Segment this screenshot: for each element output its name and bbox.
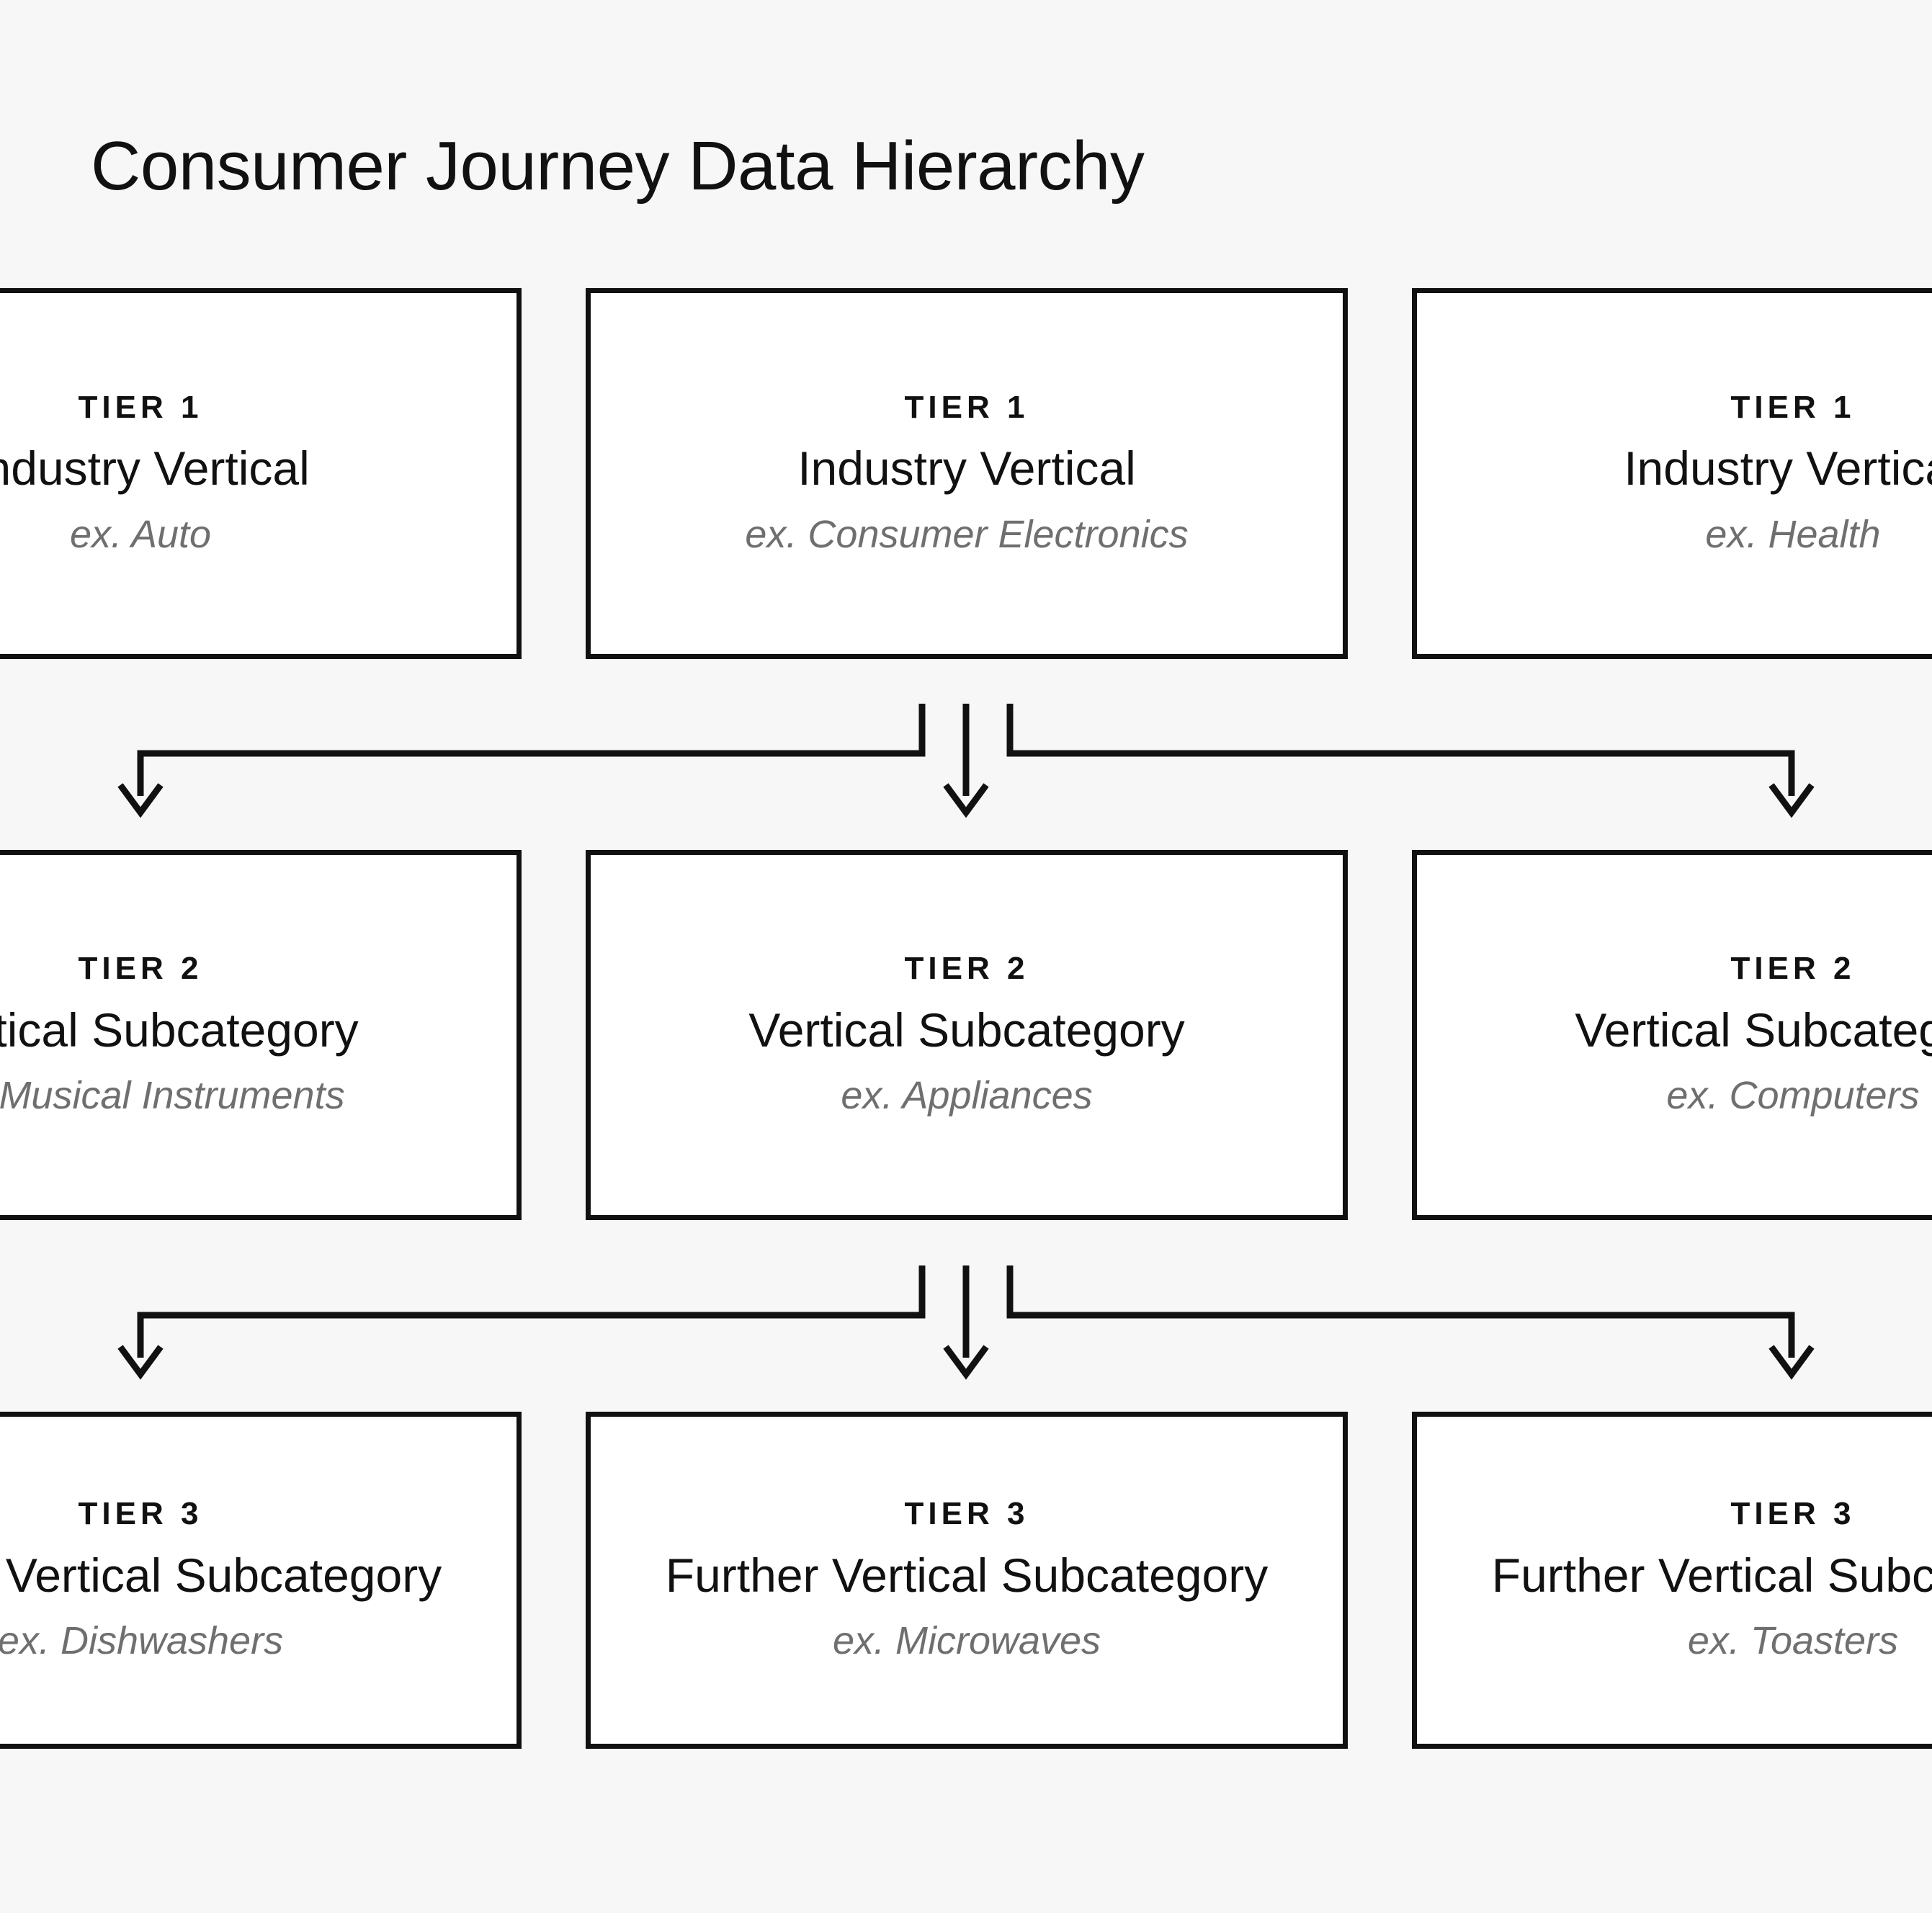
- arrowhead-tier3-right-icon: [1768, 1345, 1815, 1380]
- connector-tier1-to-tier2-right: [1006, 704, 1795, 796]
- node-title: Industry Vertical: [1624, 442, 1932, 496]
- node-tier1-center[interactable]: TIER 1 Industry Vertical ex. Consumer El…: [586, 288, 1348, 659]
- tier-label: TIER 2: [78, 951, 203, 987]
- node-tier3-right[interactable]: TIER 3 Further Vertical Subcategory ex. …: [1412, 1412, 1932, 1749]
- node-example: ex. Computers: [1666, 1074, 1920, 1118]
- tier-label: TIER 2: [1730, 951, 1856, 987]
- node-title: Industry Vertical: [797, 442, 1136, 496]
- node-title: Vertical Subcategory: [1575, 1003, 1932, 1057]
- node-title: Further Vertical Subcategory: [0, 1548, 442, 1602]
- node-tier2-center[interactable]: TIER 2 Vertical Subcategory ex. Applianc…: [586, 850, 1348, 1220]
- node-example: ex. Appliances: [841, 1074, 1093, 1118]
- arrowhead-tier2-center-icon: [943, 783, 989, 818]
- arrowhead-tier3-left-icon: [117, 1345, 164, 1380]
- node-example: ex. Musical Instruments: [0, 1074, 345, 1118]
- node-title: Further Vertical Subcategory: [665, 1548, 1269, 1602]
- node-example: ex. Microwaves: [832, 1619, 1101, 1663]
- tier-label: TIER 1: [1730, 389, 1856, 425]
- tier-label: TIER 3: [78, 1496, 203, 1532]
- tier-label: TIER 3: [1730, 1496, 1856, 1532]
- node-tier2-right[interactable]: TIER 2 Vertical Subcategory ex. Computer…: [1412, 850, 1932, 1220]
- tier-label: TIER 1: [78, 389, 203, 425]
- arrowhead-tier2-left-icon: [117, 783, 164, 818]
- node-example: ex. Auto: [69, 512, 212, 556]
- tier-label: TIER 1: [904, 389, 1029, 425]
- page-title: Consumer Journey Data Hierarchy: [91, 127, 1145, 205]
- tier-label: TIER 3: [904, 1496, 1029, 1532]
- node-tier3-left[interactable]: TIER 3 Further Vertical Subcategory ex. …: [0, 1412, 522, 1749]
- node-example: ex. Dishwashers: [0, 1619, 284, 1663]
- connector-tier1-to-tier2-left: [137, 704, 926, 796]
- connector-tier2-to-tier3-right: [1006, 1265, 1795, 1358]
- tier-label: TIER 2: [904, 951, 1029, 987]
- node-tier1-right[interactable]: TIER 1 Industry Vertical ex. Health: [1412, 288, 1932, 659]
- node-title: Further Vertical Subcategory: [1491, 1548, 1932, 1602]
- connector-tier2-to-tier3-left: [137, 1265, 926, 1358]
- node-title: Industry Vertical: [0, 442, 310, 496]
- node-tier3-center[interactable]: TIER 3 Further Vertical Subcategory ex. …: [586, 1412, 1348, 1749]
- node-title: Vertical Subcategory: [0, 1003, 359, 1057]
- node-title: Vertical Subcategory: [748, 1003, 1185, 1057]
- node-tier2-left[interactable]: TIER 2 Vertical Subcategory ex. Musical …: [0, 850, 522, 1220]
- node-example: ex. Health: [1705, 512, 1881, 556]
- arrowhead-tier3-center-icon: [943, 1345, 989, 1380]
- arrowhead-tier2-right-icon: [1768, 783, 1815, 818]
- node-tier1-left[interactable]: TIER 1 Industry Vertical ex. Auto: [0, 288, 522, 659]
- node-example: ex. Consumer Electronics: [745, 512, 1189, 556]
- node-example: ex. Toasters: [1687, 1619, 1899, 1663]
